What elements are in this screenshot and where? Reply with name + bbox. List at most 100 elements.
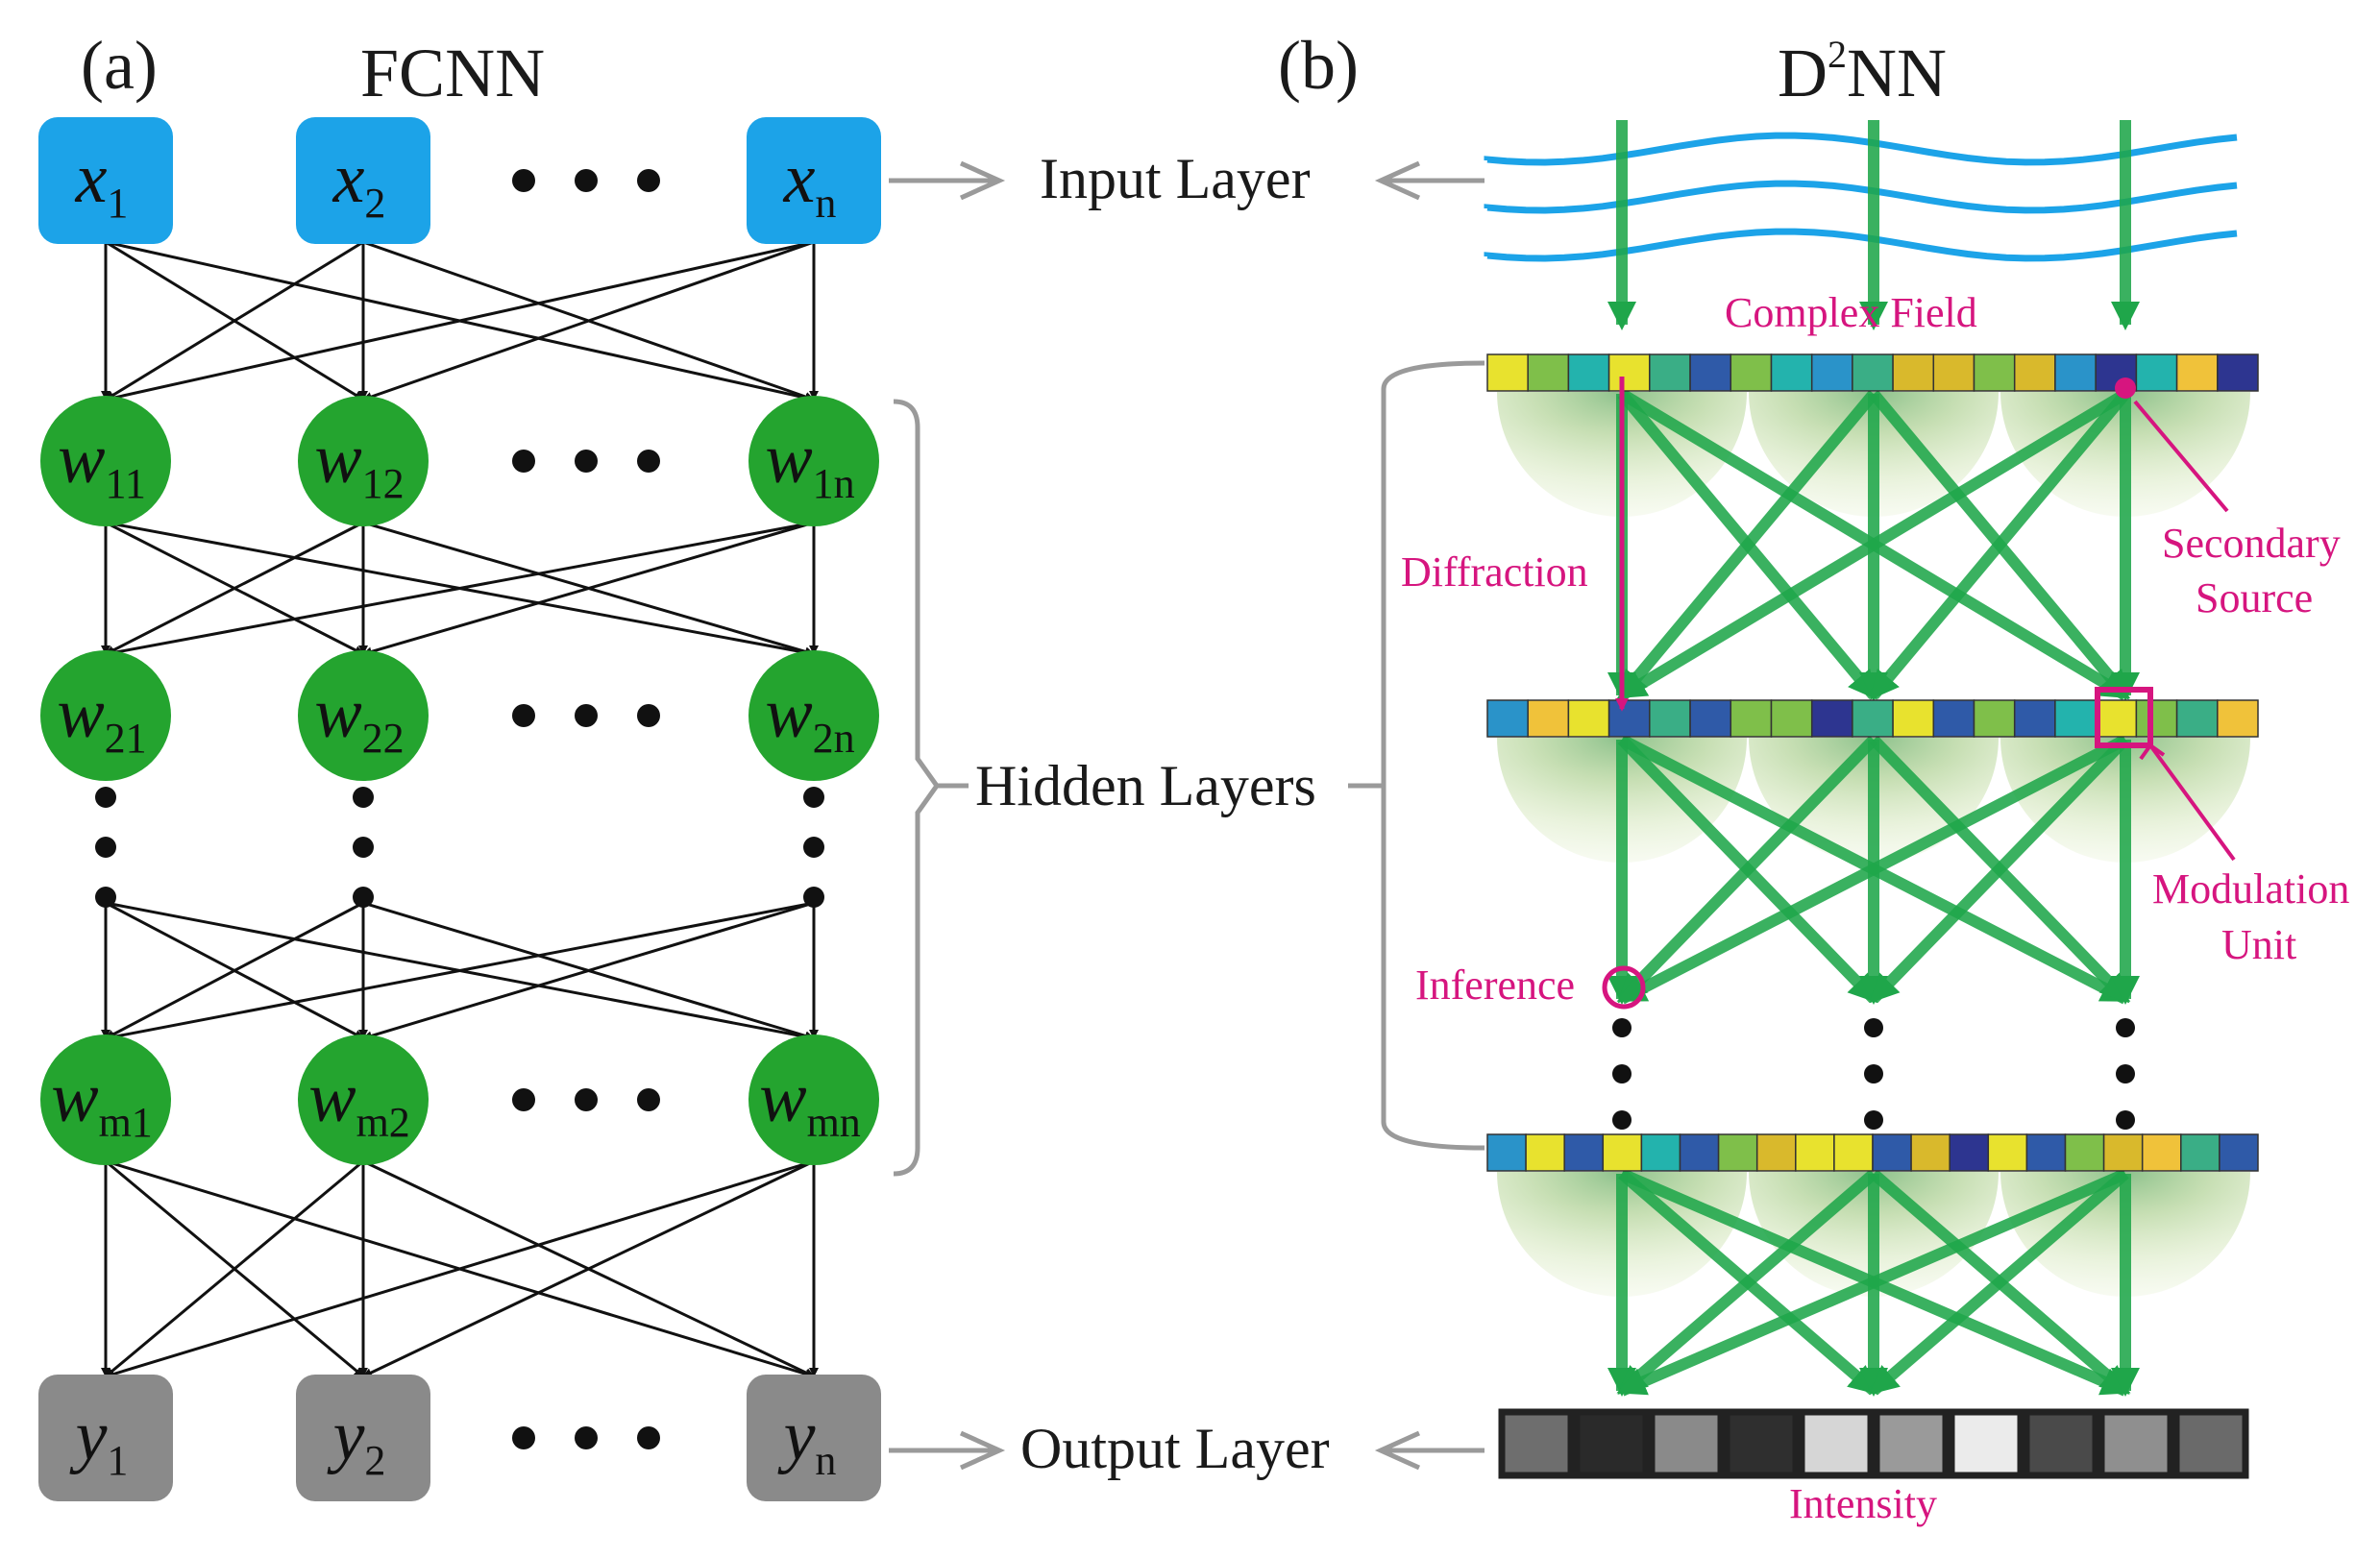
input-node-1-label: x1 (75, 139, 129, 227)
input-node-n-symbol: x (783, 139, 816, 218)
modulation-pixel (1525, 1133, 1565, 1172)
inference-annotation: Inference (1415, 962, 1646, 1010)
wave-line-2 (1484, 180, 2238, 214)
hidden-node-circle (298, 1035, 429, 1165)
modulation-pixel (1486, 1133, 1527, 1172)
h1-to-h2-edge (362, 521, 815, 657)
layer3-to-detector-beam (1617, 1169, 1877, 1396)
intensity-pixel (2172, 1408, 2249, 1479)
hidden-node-circle (40, 650, 171, 781)
output-node-box (38, 1375, 173, 1501)
layer2-to-layer3-beam (1616, 734, 2128, 1005)
ellipsis-dot-vertical (353, 887, 374, 908)
modulation-pixel (1892, 353, 1935, 392)
modulation-pixel (1527, 699, 1570, 738)
modulation-pixel (2175, 699, 2219, 738)
hdots-to-hm-edge (362, 901, 815, 1041)
input-node-n-label: xn (783, 139, 837, 227)
input-node-box (296, 117, 430, 244)
output-node-box (296, 1375, 430, 1501)
hidden-node-1n: w1n (748, 396, 879, 526)
hidden-node-circle (40, 396, 171, 526)
hm-to-output-edge (105, 1159, 364, 1378)
modulation-pixel (1932, 699, 1975, 738)
secondary-source-label-line2: Source (2196, 574, 2313, 621)
modulation-pixel (2135, 699, 2178, 738)
modulation-pixel (1679, 1133, 1720, 1172)
hidden-node-22-label: w22 (314, 674, 404, 762)
output-node-2-label: y2 (327, 1397, 386, 1484)
fcnn-ellipsis (95, 169, 824, 1449)
ellipsis-dot-vertical (2116, 1018, 2135, 1037)
input-node-1: x1 (38, 117, 173, 244)
hidden-node-mn-symbol: w (759, 1059, 806, 1137)
input-to-h1-edge (362, 240, 815, 402)
modulation-pixel (1563, 1133, 1605, 1172)
ellipsis-dot-vertical (1864, 1018, 1883, 1037)
hidden-node-m1-label: wm1 (51, 1059, 153, 1146)
output-node-n-subscript: n (815, 1437, 836, 1484)
modulation-unit-marker (2095, 687, 2153, 748)
output-node-1: y1 (38, 1375, 173, 1501)
hidden-node-11-label: w11 (58, 420, 146, 507)
hidden-node-mn-subscript: mn (807, 1099, 861, 1146)
modulation-pixel (1852, 699, 1894, 738)
ellipsis-dot-vertical (2116, 1064, 2135, 1083)
modulation-pixel (1872, 1133, 1912, 1172)
intensity-pixel (2023, 1408, 2099, 1479)
intensity-pixel (1573, 1408, 1650, 1479)
hidden-node-12-label: w12 (314, 420, 404, 507)
modulation-pixel (1486, 353, 1529, 392)
hidden-node-22: w22 (298, 650, 429, 781)
hidden-node-21: w21 (40, 650, 171, 781)
diffractive-layers (1486, 353, 2259, 1172)
modulation-pixel (1949, 1133, 1990, 1172)
hidden-node-circle (298, 396, 429, 526)
hidden-node-2n-subscript: 2n (813, 715, 855, 762)
modulation-pixel (1649, 699, 1691, 738)
complex-field-label: Complex Field (1725, 289, 1977, 336)
hidden-node-11-symbol: w (58, 420, 105, 499)
hidden-node-1n-symbol: w (765, 420, 812, 499)
modulation-pixel (2141, 1133, 2182, 1172)
hidden-node-21-symbol: w (57, 674, 104, 753)
wave-line-1 (1484, 132, 2238, 166)
output-layer-row: Output Layer (889, 1417, 1484, 1480)
fcnn-connections (101, 240, 819, 1379)
input-node-1-symbol: x (75, 139, 108, 218)
modulation-pixel (2219, 1133, 2259, 1172)
hidden-node-circle (748, 650, 879, 781)
output-layer-label: Output Layer (1020, 1417, 1330, 1480)
d2nn-ellipsis (1612, 1018, 2135, 1130)
panel-a-title: FCNN (360, 35, 545, 111)
modulation-pixel (2217, 353, 2259, 392)
hidden-node-m2-label: wm2 (308, 1059, 410, 1146)
hm-to-output-edge (362, 1159, 815, 1378)
hidden-node-2n-label: w2n (765, 674, 854, 762)
hidden-bracket-left (893, 399, 941, 1177)
hidden-node-21-subscript: 21 (105, 715, 147, 762)
modulation-pixel (1730, 699, 1773, 738)
ellipsis-dot (637, 450, 660, 473)
layer3-to-detector-beam (1869, 1169, 2129, 1396)
hidden-node-m1-symbol: w (51, 1059, 98, 1137)
modulation-pixel (1567, 353, 1610, 392)
diffraction-annotation: Diffraction (1401, 377, 1629, 712)
ellipsis-dot (512, 1426, 535, 1449)
modulation-pixel (1689, 699, 1732, 738)
inference-marker (1602, 965, 1646, 1010)
secondary-source-label-line1: Secondary (2162, 520, 2341, 567)
modulation-pixel (1833, 1133, 1874, 1172)
layer3-to-detector-beam (1616, 1168, 2128, 1397)
output-node-1-symbol: y (69, 1397, 108, 1475)
input-node-n-subscript: n (815, 180, 836, 227)
layer2-to-layer3-beam (1869, 735, 2130, 1004)
diffractive-layer-2 (1486, 699, 2259, 738)
ellipsis-dot (575, 450, 598, 473)
input-layer-row: Input Layer (889, 147, 1484, 210)
panel-b-title: D2NN (1778, 33, 1947, 111)
diffraction-label: Diffraction (1401, 548, 1588, 596)
modulation-pixel (2064, 1133, 2105, 1172)
ellipsis-dot-vertical (1864, 1110, 1883, 1130)
output-node-1-subscript: 1 (107, 1437, 128, 1484)
